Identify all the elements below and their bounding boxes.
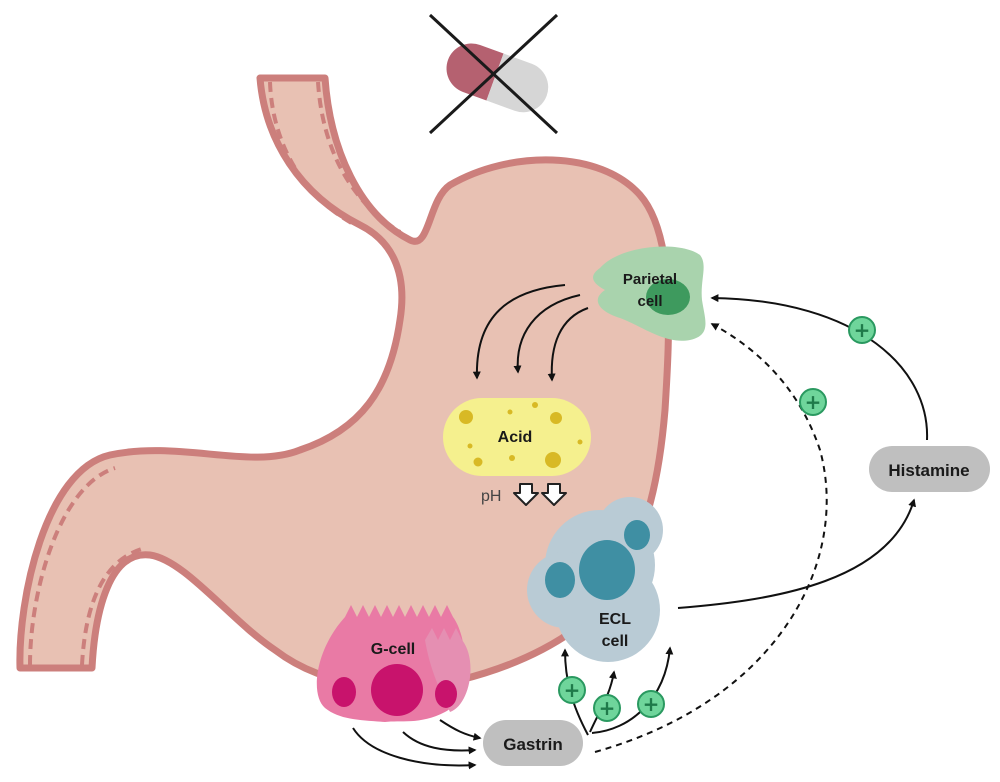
parietal-cell: Parietal cell (593, 246, 706, 341)
plus-circle-icon-parietal-gastrin: + (799, 388, 827, 416)
g-cell-label: G-cell (371, 641, 415, 658)
gcell-to-gastrin-arrows (352, 719, 482, 770)
svg-text:+: + (599, 696, 616, 720)
ph-indicator: pH (481, 483, 567, 506)
parietal-label-line1: Parietal (623, 271, 677, 288)
plus-circle-icon-parietal-histamine: + (848, 316, 876, 344)
svg-text:+: + (564, 678, 581, 702)
stomach (16, 74, 673, 691)
gastrin: Gastrin (483, 720, 583, 766)
svg-text:+: + (854, 318, 871, 342)
g-cell-nucleus-main (371, 664, 423, 716)
histamine: Histamine (869, 446, 990, 492)
g-cell-nucleus-left (332, 677, 356, 707)
ph-down-arrow-icon-1 (513, 483, 539, 506)
histamine-label: Histamine (888, 461, 969, 480)
ph-down-arrow-icon-2 (541, 483, 567, 506)
plus-circle-icon-ecl-2: + (593, 694, 621, 722)
svg-text:+: + (805, 390, 822, 414)
parietal-nucleus (646, 279, 690, 315)
acid: Acid (443, 398, 591, 476)
ecl-to-histamine-arrow (677, 498, 916, 609)
ecl-nucleus-left (545, 562, 575, 598)
ecl-label-line2: cell (602, 633, 629, 650)
ecl-nucleus-small (624, 520, 650, 550)
ecl-label-line1: ECL (599, 611, 631, 628)
svg-text:+: + (643, 692, 660, 716)
ecl-nucleus-main (579, 540, 635, 600)
parietal-label-line2: cell (637, 293, 662, 310)
gastrin-label: Gastrin (503, 735, 563, 754)
plus-circle-icon-ecl-1: + (558, 676, 586, 704)
gastrin-to-parietal-dashed-arrow (594, 323, 828, 753)
g-cell-nucleus-right (435, 680, 457, 708)
ph-label: pH (481, 488, 501, 505)
acid-secretion-arrows (472, 284, 589, 382)
ecl-cell: ECL cell (527, 497, 663, 662)
histamine-to-parietal-arrow (710, 294, 929, 441)
acid-label: Acid (498, 429, 533, 446)
g-cell: G-cell (316, 605, 471, 722)
crossed-out-pill-icon (428, 13, 559, 135)
plus-circle-icon-ecl-3: + (637, 690, 665, 718)
